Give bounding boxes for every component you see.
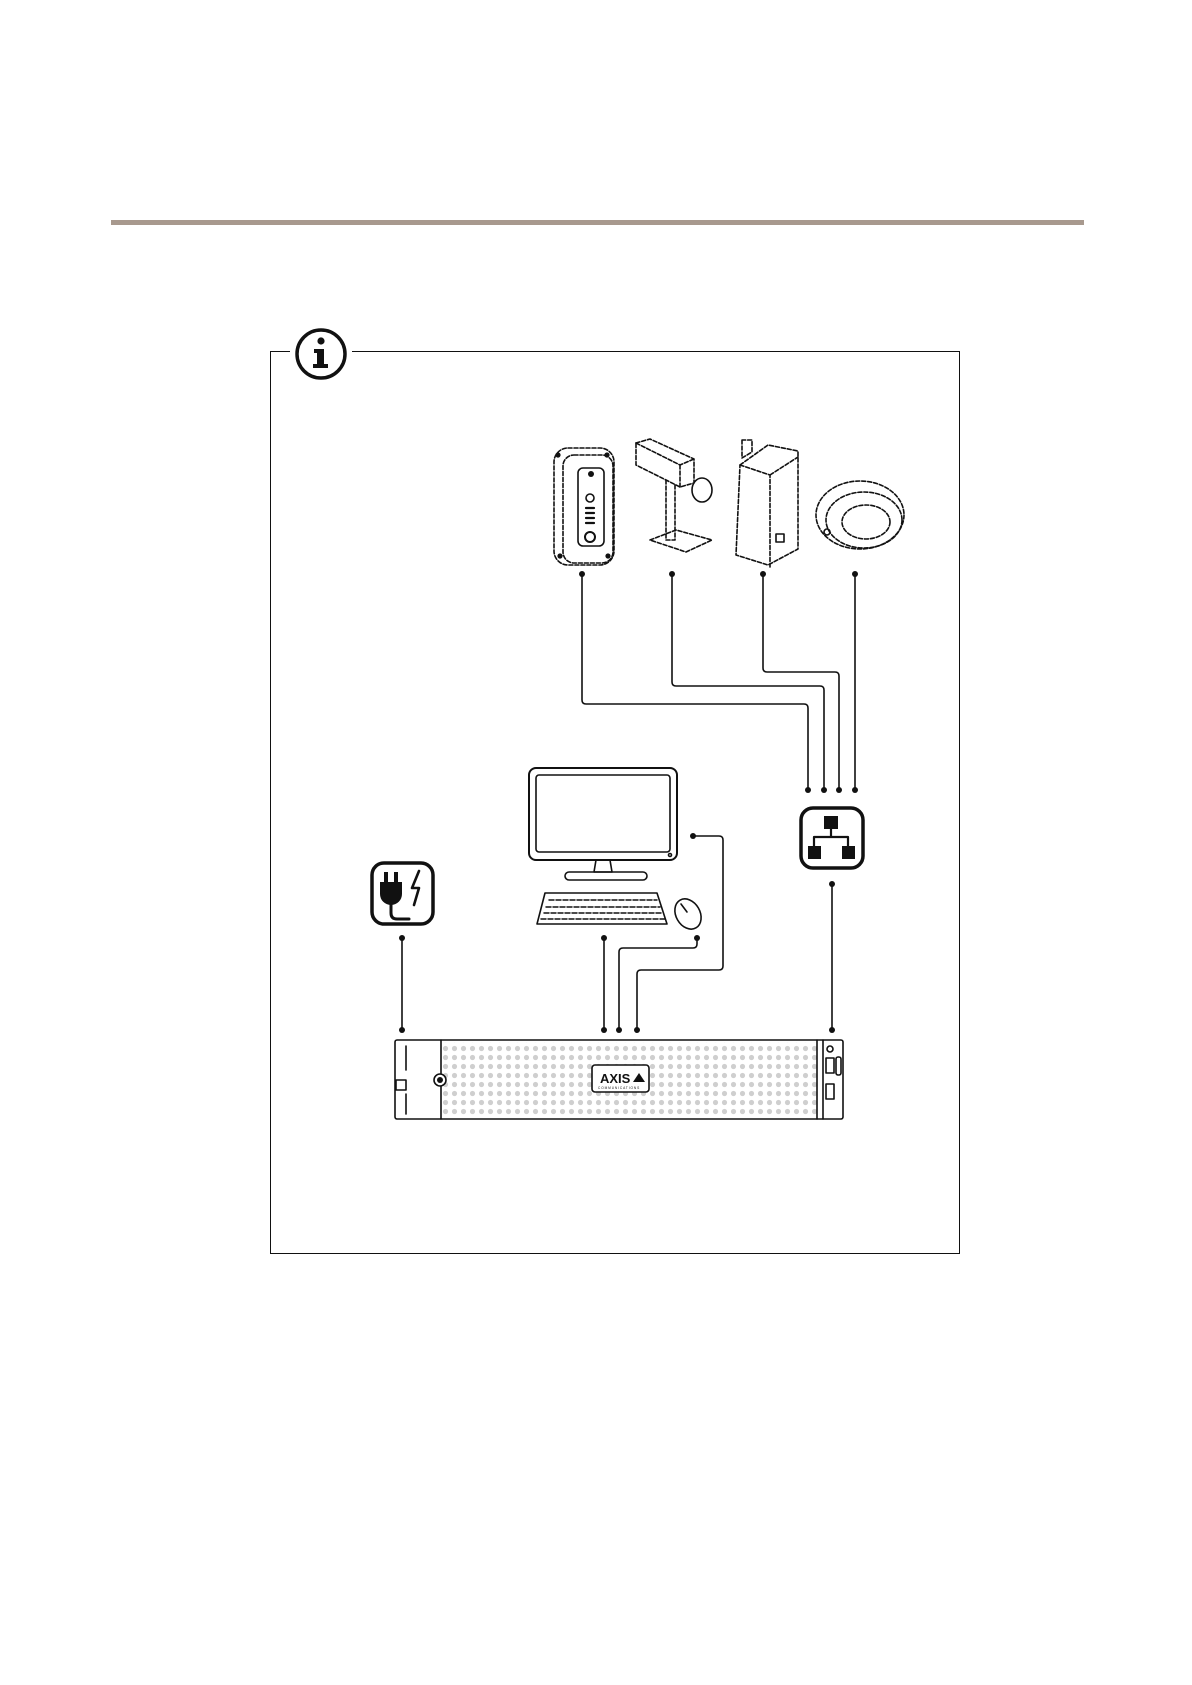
box-camera-device-icon: [636, 439, 712, 552]
keyboard-icon: [537, 893, 667, 924]
monitor-icon: [529, 768, 677, 880]
mouse-icon: [670, 894, 707, 934]
workstation-cables: [604, 836, 723, 1030]
intercom-device-icon: [554, 448, 614, 565]
workstation-cable-ends: [601, 833, 700, 1033]
camera-cable-ends: [579, 571, 858, 793]
info-icon: [297, 330, 345, 378]
wall-camera-led: [776, 534, 784, 542]
dome-camera-device-icon: [816, 481, 904, 549]
network-switch-icon: [801, 808, 863, 868]
rack-recorder-icon: AXIS COMMUNICATIONS: [395, 1040, 843, 1119]
recorder-brand-sub: COMMUNICATIONS: [598, 1086, 640, 1090]
wall-camera-device-icon: [736, 440, 798, 567]
power-plug-icon: [372, 863, 433, 924]
camera-cables: [582, 574, 855, 790]
recorder-brand-logo: AXIS: [600, 1071, 631, 1086]
